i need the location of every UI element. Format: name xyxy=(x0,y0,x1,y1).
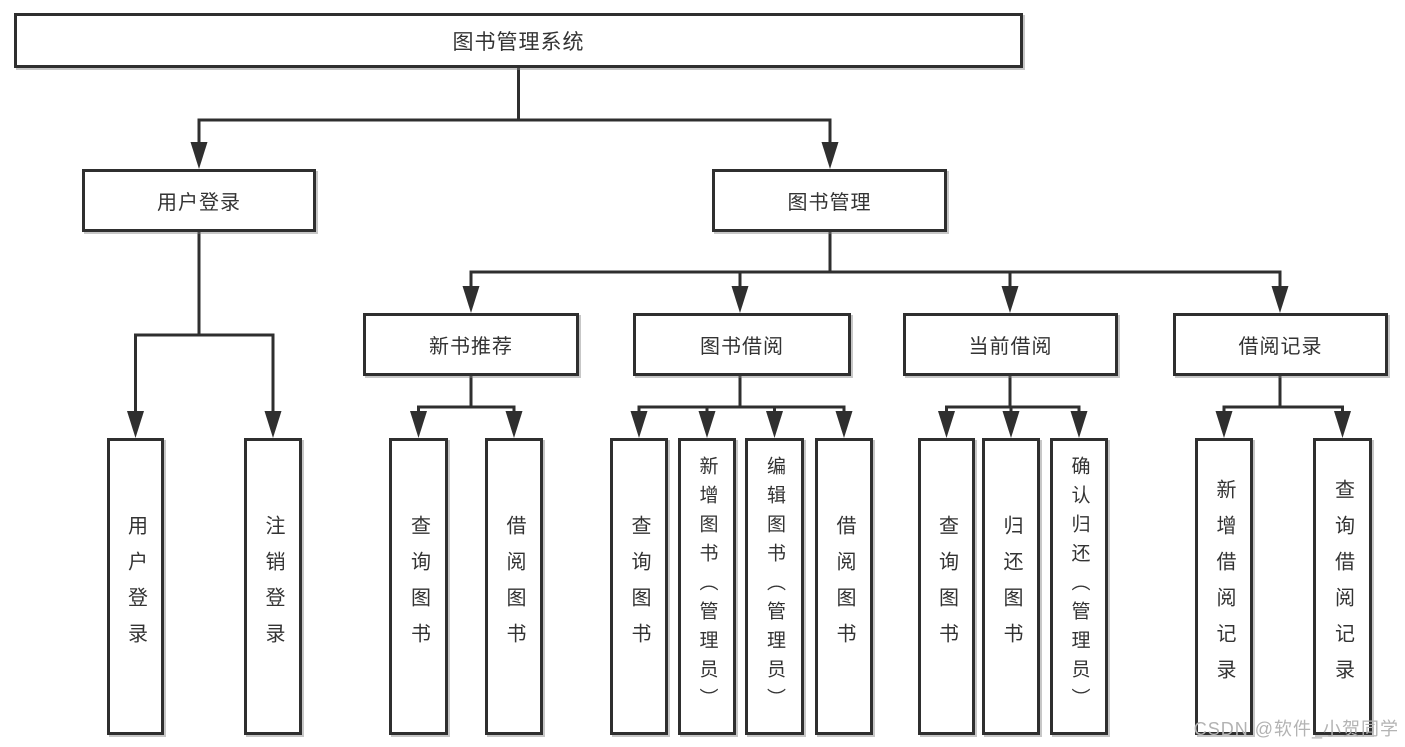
arrowhead-icon xyxy=(1001,286,1019,313)
leaf-confirm-return-admin-label: 确认归还（管理员） xyxy=(1068,456,1090,717)
arrowhead-icon xyxy=(462,286,480,313)
connector-userlogin-to-leaves xyxy=(134,232,275,414)
connector-currentborrow-to-leaves xyxy=(945,376,1081,414)
leaf-borrow-books: 借阅图书 xyxy=(815,438,873,735)
arrowhead-icon xyxy=(630,411,648,438)
leaf-query-books-borrowing-label: 查询图书 xyxy=(628,514,650,659)
watermark: CSDN @软件_小贺同学 xyxy=(1193,719,1399,739)
leaf-borrow-books-recommend: 借阅图书 xyxy=(485,438,543,735)
leaf-confirm-return-admin: 确认归还（管理员） xyxy=(1050,438,1108,735)
connector-newbook-to-leaves xyxy=(417,376,516,414)
leaf-query-books-borrowing: 查询图书 xyxy=(610,438,668,735)
arrowhead-icon xyxy=(1334,411,1351,438)
leaf-borrow-books-recommend-label: 借阅图书 xyxy=(503,514,525,659)
arrowhead-icon xyxy=(731,286,749,313)
arrowhead-icon xyxy=(190,142,208,169)
arrowhead-icon xyxy=(835,411,853,438)
leaf-edit-books-admin: 编辑图书（管理员） xyxy=(745,438,804,735)
node-borrowing-records: 借阅记录 xyxy=(1173,313,1388,376)
arrowhead-icon xyxy=(1070,411,1088,438)
connector-arrowheads xyxy=(127,142,1351,438)
leaf-logout: 注销登录 xyxy=(244,438,302,735)
leaf-query-borrow-record-label: 查询借阅记录 xyxy=(1331,478,1354,695)
connector-root-to-level2 xyxy=(197,68,832,145)
leaf-add-books-admin-label: 新增图书（管理员） xyxy=(696,456,718,717)
leaf-logout-label: 注销登录 xyxy=(262,514,284,659)
arrowhead-icon xyxy=(938,411,955,438)
arrowhead-icon xyxy=(821,142,839,169)
arrowhead-icon xyxy=(1002,411,1020,438)
connector-path xyxy=(417,376,516,414)
connector-path xyxy=(197,68,832,145)
node-book-borrowing-label: 图书借阅 xyxy=(700,336,784,358)
connector-path xyxy=(945,376,1081,414)
node-book-management: 图书管理 xyxy=(712,169,947,232)
leaf-user-login: 用户登录 xyxy=(107,438,164,735)
leaf-query-books-current-label: 查询图书 xyxy=(935,514,958,659)
leaf-query-books-recommend-label: 查询图书 xyxy=(407,514,430,659)
leaf-user-login-label: 用户登录 xyxy=(124,514,147,659)
connector-path xyxy=(134,232,275,414)
node-new-book-recommendation: 新书推荐 xyxy=(363,313,579,376)
arrowhead-icon xyxy=(698,411,716,438)
connector-path xyxy=(469,232,1282,289)
node-current-borrowing-label: 当前借阅 xyxy=(968,336,1053,358)
leaf-query-books-recommend: 查询图书 xyxy=(389,438,448,735)
leaf-query-borrow-record: 查询借阅记录 xyxy=(1313,438,1372,735)
node-book-borrowing: 图书借阅 xyxy=(633,313,851,376)
node-borrowing-records-label: 借阅记录 xyxy=(1238,336,1323,358)
leaf-return-books-label: 归还图书 xyxy=(1000,514,1022,659)
node-user-login-label: 用户登录 xyxy=(157,192,241,214)
node-new-book-recommendation-label: 新书推荐 xyxy=(429,336,513,358)
arrowhead-icon xyxy=(505,411,523,438)
arrowhead-icon xyxy=(1215,411,1233,438)
connector-records-to-leaves xyxy=(1222,376,1344,414)
leaf-add-borrow-record-label: 新增借阅记录 xyxy=(1213,478,1235,695)
arrowhead-icon xyxy=(766,411,783,438)
leaf-add-borrow-record: 新增借阅记录 xyxy=(1195,438,1253,735)
node-current-borrowing: 当前借阅 xyxy=(903,313,1118,376)
node-user-login: 用户登录 xyxy=(82,169,316,232)
node-root-label: 图书管理系统 xyxy=(452,30,585,54)
connector-path xyxy=(1222,376,1344,414)
arrowhead-icon xyxy=(410,411,427,438)
node-root: 图书管理系统 xyxy=(14,13,1023,68)
leaf-return-books: 归还图书 xyxy=(982,438,1040,735)
leaf-add-books-admin: 新增图书（管理员） xyxy=(678,438,736,735)
leaf-edit-books-admin-label: 编辑图书（管理员） xyxy=(764,456,785,717)
arrowhead-icon xyxy=(127,411,144,438)
arrowhead-icon xyxy=(1271,286,1289,313)
leaf-query-books-current: 查询图书 xyxy=(918,438,975,735)
connector-bookborrow-to-leaves xyxy=(637,376,846,414)
leaf-borrow-books-label: 借阅图书 xyxy=(833,514,855,659)
node-book-management-label: 图书管理 xyxy=(787,192,872,214)
arrowhead-icon xyxy=(264,411,282,438)
connector-bookmgmt-to-level3 xyxy=(469,232,1282,289)
connector-path xyxy=(637,376,846,414)
